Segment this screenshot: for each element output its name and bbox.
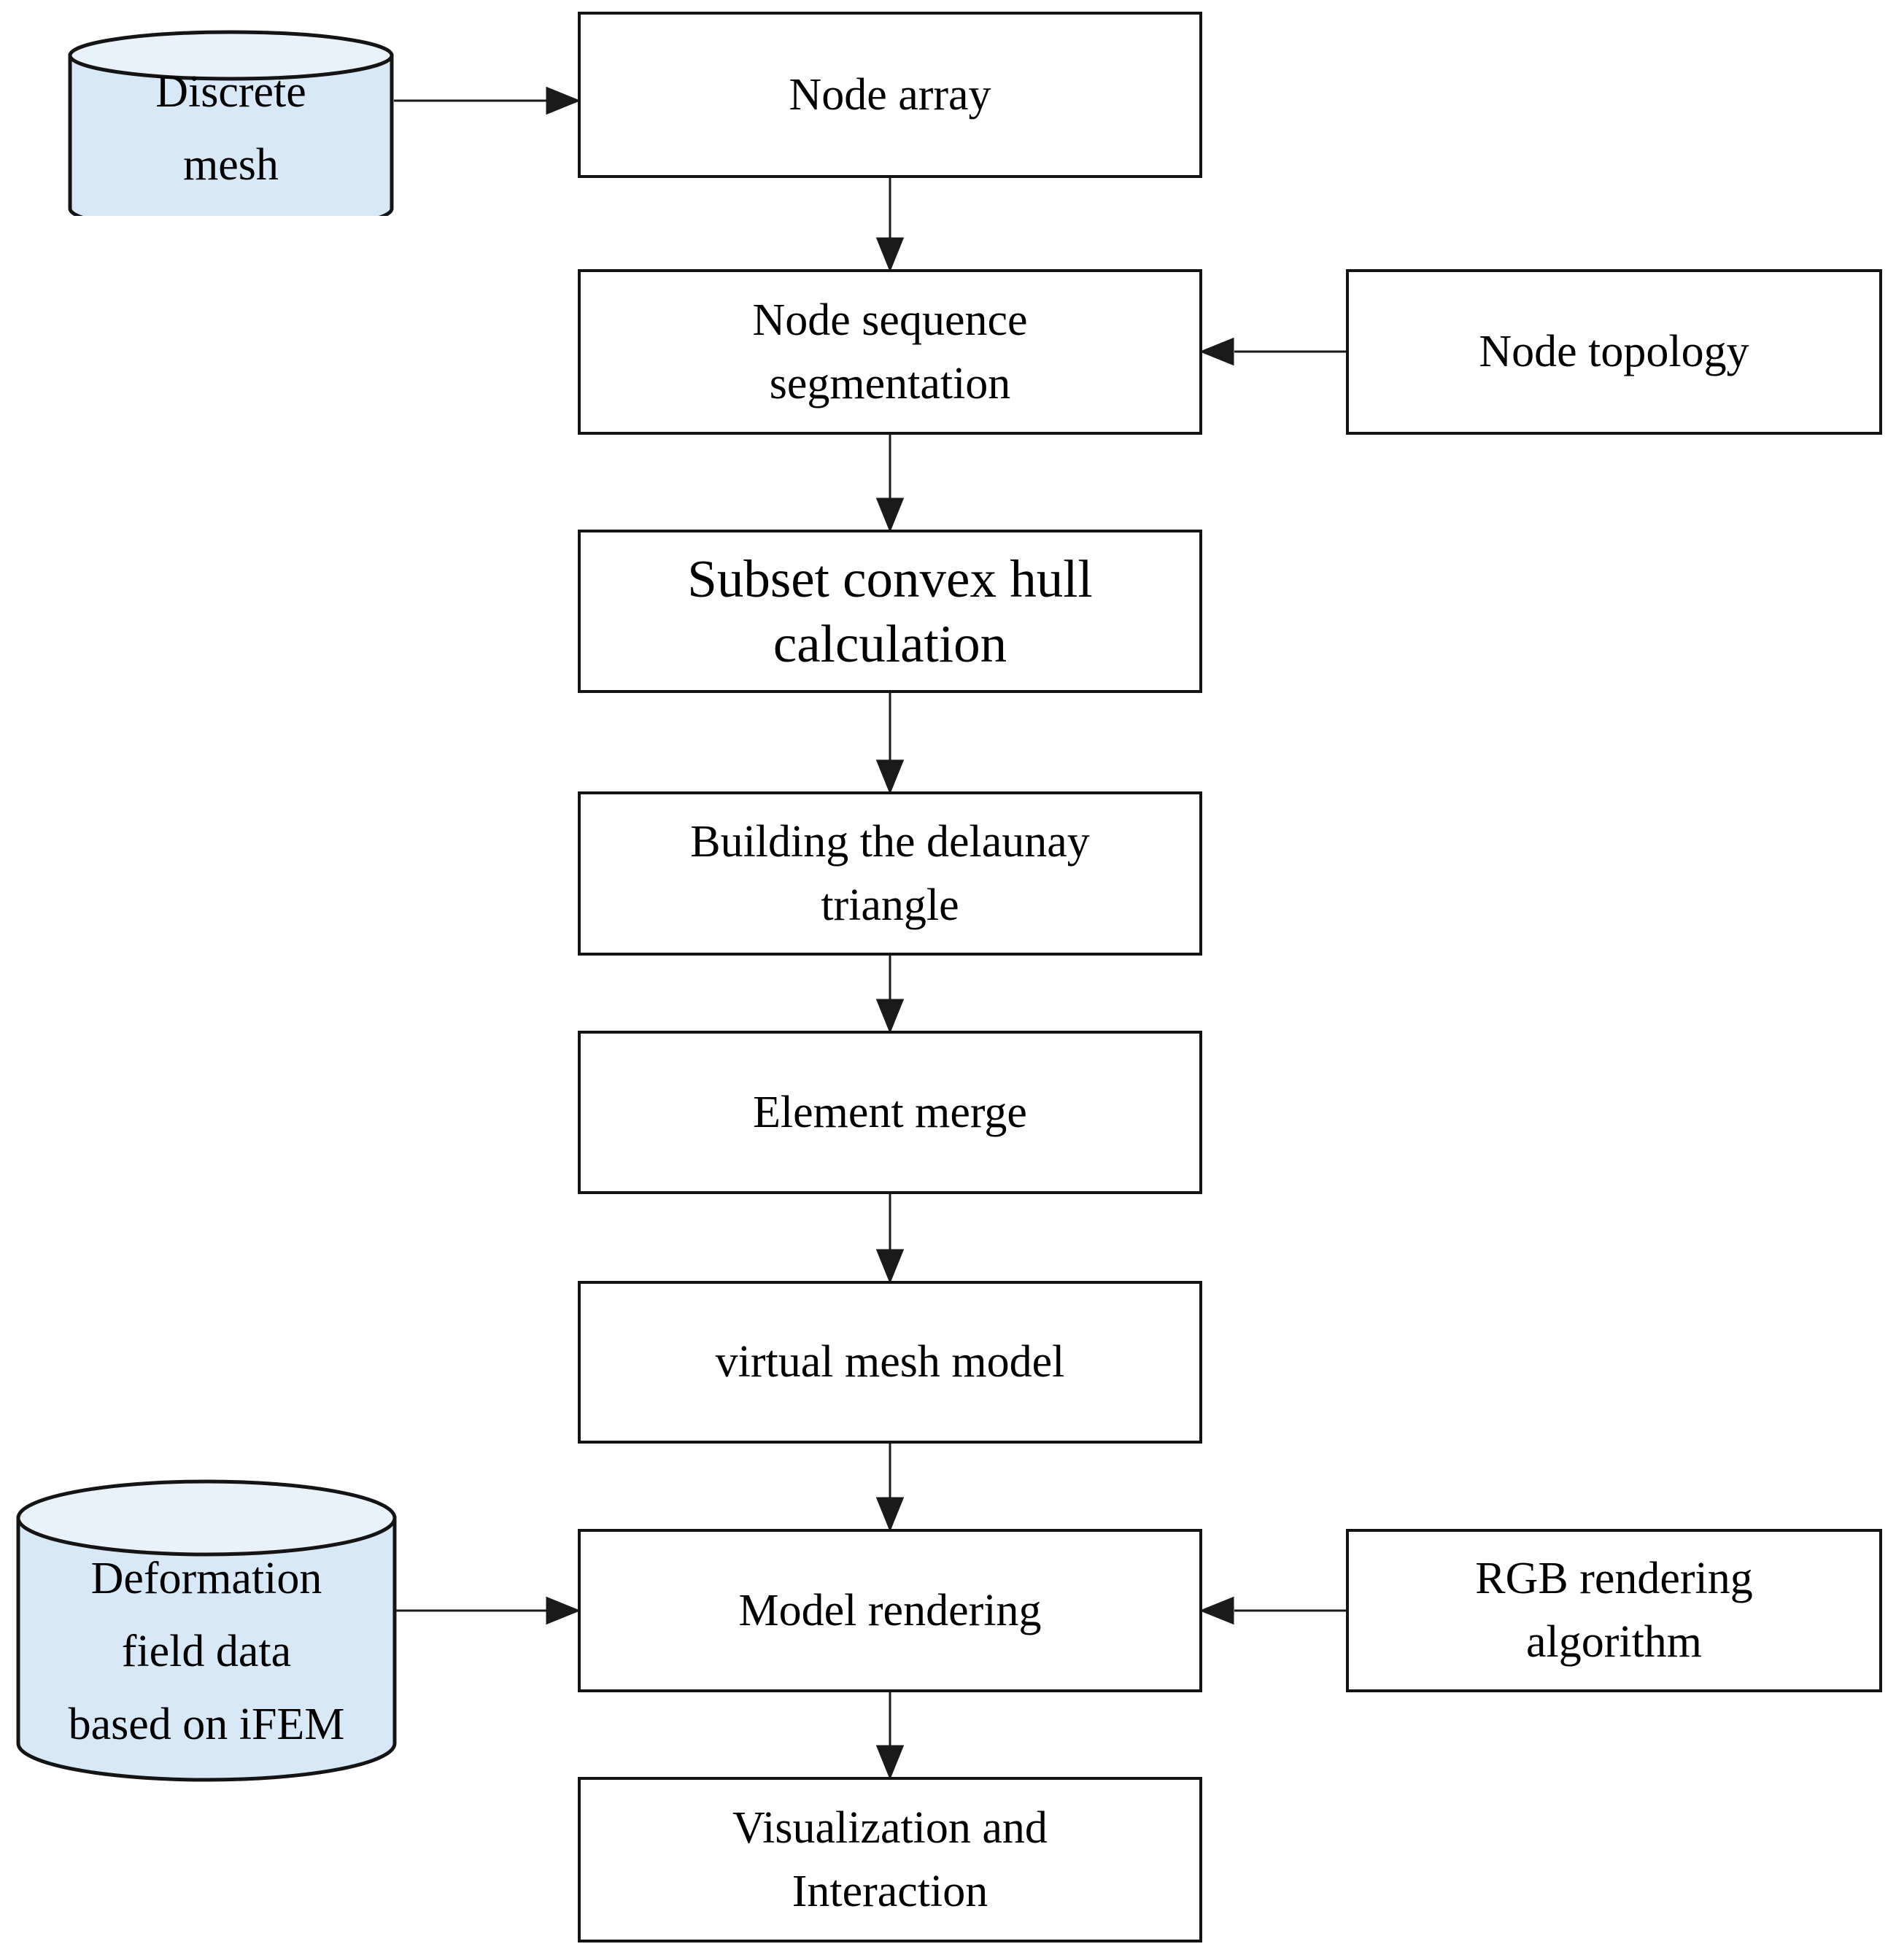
node-virtual-mesh-model-box: virtual mesh model	[578, 1281, 1202, 1444]
arrowhead-into-delaunay	[875, 759, 905, 794]
arrowhead-into-node-array	[546, 86, 581, 115]
arrowhead-into-segmentation	[875, 237, 905, 272]
arrowhead-into-virtual-mesh	[875, 1249, 905, 1284]
arrowhead-into-visualization	[875, 1745, 905, 1780]
cylinder-body	[16, 1516, 397, 1782]
arrowhead-into-segmentation-right	[1199, 337, 1234, 366]
node-element-merge-box: Element merge	[578, 1031, 1202, 1194]
node-model-rendering-box: Model rendering	[578, 1529, 1202, 1692]
cylinder-top	[16, 1479, 397, 1557]
node-node-array-box: Node array	[578, 12, 1202, 178]
arrowhead-into-element-merge	[875, 999, 905, 1034]
node-node-topology-box: Node topology	[1346, 269, 1882, 435]
arrowhead-into-subset	[875, 497, 905, 532]
node-deformation-field-cylinder: Deformation field data based on iFEM	[16, 1479, 397, 1782]
cylinder-top	[68, 30, 394, 81]
node-building-delaunay-box: Building the delaunay triangle	[578, 791, 1202, 956]
node-discrete-mesh-cylinder: Discrete mesh	[68, 16, 394, 216]
node-rgb-rendering-algorithm-box: RGB rendering algorithm	[1346, 1529, 1882, 1692]
discrete-mesh-label: Discrete mesh	[155, 67, 306, 190]
cylinder-body	[68, 53, 394, 216]
node-visualization-interaction-box: Visualization and Interaction	[578, 1777, 1202, 1942]
deformation-field-label: Deformation field data based on iFEM	[68, 1553, 345, 1749]
arrowhead-into-rendering-right	[1199, 1596, 1234, 1625]
arrowhead-into-rendering	[875, 1497, 905, 1532]
node-sequence-segmentation-box: Node sequence segmentation	[578, 269, 1202, 435]
arrowhead-into-rendering-left	[546, 1596, 581, 1625]
node-subset-convex-hull-box: Subset convex hull calculation	[578, 530, 1202, 693]
